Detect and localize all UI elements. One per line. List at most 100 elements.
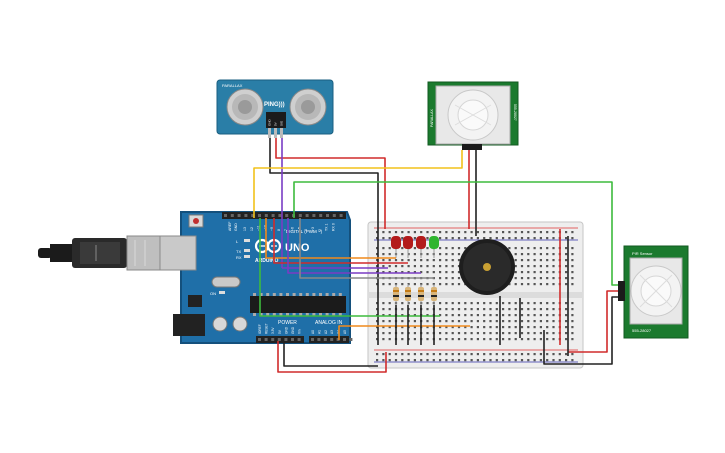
- power-pin-label: 3.3V: [271, 327, 275, 334]
- ping-label: PING))): [264, 102, 285, 108]
- analog-header: [309, 336, 349, 343]
- header-hole[interactable]: [305, 214, 309, 217]
- digital-pin-label: 2: [318, 229, 322, 231]
- tx-led-label: TX: [236, 249, 241, 254]
- wire-orange-analog[interactable]: [338, 325, 470, 340]
- header-hole[interactable]: [258, 338, 261, 341]
- analog-label: ANALOG IN: [315, 320, 343, 326]
- ping-pin-label: SIG: [280, 120, 284, 126]
- digital-pin-label: ~6: [291, 227, 295, 231]
- header-hole[interactable]: [285, 214, 289, 217]
- header-hole[interactable]: [277, 338, 281, 341]
- header-hole[interactable]: [284, 338, 288, 341]
- resistor-1: [393, 284, 399, 305]
- atmega-chip: [250, 296, 346, 313]
- resistor-2: [405, 284, 411, 305]
- led-row: [391, 236, 439, 258]
- wire-ping-gnd[interactable]: [269, 138, 379, 345]
- analog-pin-label: A0: [311, 330, 315, 334]
- ping-pin[interactable]: [280, 128, 283, 138]
- digital-pin-label: 8: [277, 229, 281, 231]
- analog-pin-label: A2: [324, 330, 328, 334]
- wire-ping-5v[interactable]: [275, 138, 386, 229]
- ping-transducer-right-icon: [289, 88, 327, 126]
- wire-led-1[interactable]: [265, 218, 396, 259]
- digital-pin-label: ~3: [311, 227, 315, 231]
- ping-pin[interactable]: [274, 128, 277, 138]
- power-label: POWER: [278, 320, 297, 326]
- power-pin-label: IOREF: [258, 324, 262, 334]
- wire-led-2[interactable]: [273, 218, 408, 264]
- wire-led-green[interactable]: [299, 218, 434, 279]
- header-hole[interactable]: [319, 214, 323, 217]
- digital-pin-label: 7: [284, 229, 288, 231]
- header-hole[interactable]: [258, 214, 261, 217]
- header-hole[interactable]: [224, 214, 227, 217]
- header-hole[interactable]: [244, 214, 248, 217]
- digital-pin-label: ~11: [257, 225, 261, 231]
- pir-sensor-right[interactable]: PIR Sensor 555-28027: [618, 245, 689, 339]
- pir-dome-icon: [447, 89, 499, 141]
- header-hole[interactable]: [332, 214, 336, 217]
- pir-dome-icon: [630, 265, 682, 317]
- usb-cable-icon: [38, 235, 165, 271]
- crystal-oscillator: [211, 276, 241, 288]
- arduino-name-label: ARDUINO: [255, 258, 278, 264]
- header-hole[interactable]: [312, 214, 316, 217]
- header-hole[interactable]: [349, 338, 353, 341]
- ping-pin-label: GND: [268, 119, 272, 127]
- header-hole[interactable]: [251, 214, 255, 217]
- header-hole[interactable]: [291, 338, 294, 341]
- header-hole[interactable]: [271, 214, 275, 217]
- header-hole[interactable]: [264, 338, 268, 341]
- ping-pin[interactable]: [268, 128, 271, 138]
- led-red-3: [416, 236, 426, 258]
- power-pin-label: Vin: [298, 329, 302, 334]
- header-hole[interactable]: [336, 338, 340, 341]
- header-hole[interactable]: [278, 214, 282, 217]
- analog-pin-label: A5: [343, 330, 347, 334]
- resistor-3: [418, 284, 424, 305]
- wire-pirright-power[interactable]: [568, 290, 618, 353]
- piezo-buzzer-icon: [459, 239, 515, 295]
- analog-pin-label: A1: [317, 330, 321, 334]
- l-led-label: L: [236, 239, 239, 244]
- wire-power-5v[interactable]: [277, 341, 387, 373]
- wire-green-gnd[interactable]: [259, 218, 440, 317]
- power-pin-label: 5V: [278, 329, 282, 334]
- header-hole[interactable]: [323, 338, 327, 341]
- header-hole[interactable]: [237, 214, 241, 217]
- pir-right-bottom-label: 555-28027: [632, 328, 652, 333]
- resistor-row: [393, 284, 437, 305]
- capacitor-1: [212, 316, 228, 332]
- power-pin-label: GND: [284, 326, 288, 334]
- header-hole[interactable]: [317, 338, 321, 341]
- header-hole[interactable]: [298, 214, 302, 217]
- capacitor-2: [232, 316, 248, 332]
- pir-right-top-label: PIR Sensor: [632, 251, 653, 256]
- header-hole[interactable]: [330, 338, 334, 341]
- wire-pirright-gnd[interactable]: [543, 296, 618, 365]
- header-hole[interactable]: [230, 214, 234, 217]
- led-red-2: [403, 236, 413, 258]
- pir-sensor-top[interactable]: PARALLAX 555-28027: [427, 81, 519, 150]
- header-hole[interactable]: [311, 338, 314, 341]
- wire-pirright-signal[interactable]: [293, 181, 618, 286]
- pir-top-right-label: 555-28027: [513, 104, 517, 121]
- digital-pin-label: ~9: [270, 227, 274, 231]
- header-hole[interactable]: [339, 214, 343, 217]
- header-hole[interactable]: [297, 338, 301, 341]
- digital-label: DIGITAL (PWM ~): [286, 229, 323, 234]
- header-hole[interactable]: [343, 338, 346, 341]
- wire-pirtop-signal[interactable]: [253, 150, 463, 218]
- power-pin-label: RESET: [265, 323, 269, 334]
- wire-led-3[interactable]: [287, 218, 421, 274]
- digital-pin-label: TX 1: [325, 224, 329, 231]
- header-hole[interactable]: [271, 338, 275, 341]
- header-hole[interactable]: [326, 214, 329, 217]
- header-hole[interactable]: [264, 214, 268, 217]
- wire-power-gnd[interactable]: [283, 341, 378, 367]
